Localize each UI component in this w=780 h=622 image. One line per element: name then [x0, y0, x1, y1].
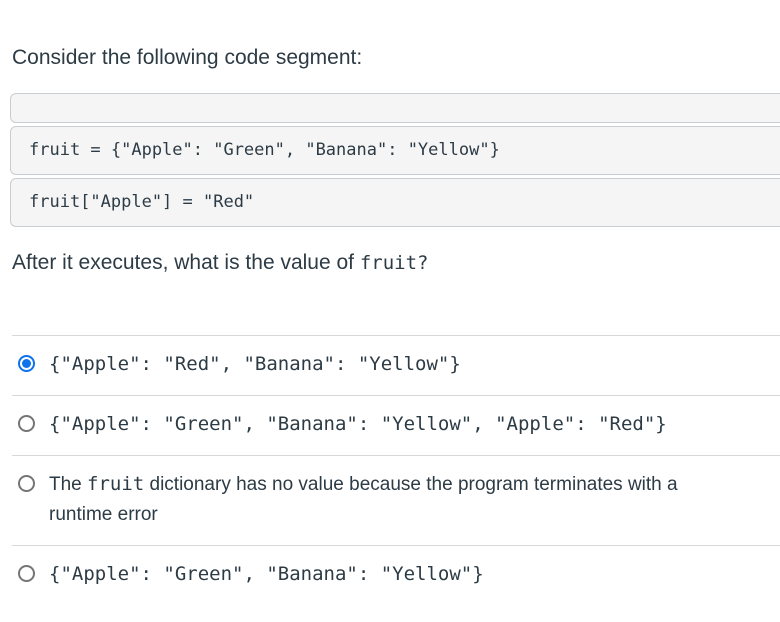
answer-option-3-code: fruit: [87, 473, 145, 495]
answer-option-2-label: {"Apple": "Green", "Banana": "Yellow", "…: [49, 409, 667, 440]
answer-option-4-code: {"Apple": "Green", "Banana": "Yellow"}: [49, 563, 484, 585]
answer-option-1-code: {"Apple": "Red", "Banana": "Yellow"}: [49, 353, 461, 375]
answer-option-4-label: {"Apple": "Green", "Banana": "Yellow"}: [49, 559, 484, 590]
code-block: fruit = {"Apple": "Green", "Banana": "Ye…: [10, 93, 780, 227]
prompt-prefix-text: After it executes, what is the value of: [12, 251, 360, 274]
code-line-1: fruit = {"Apple": "Green", "Banana": "Ye…: [10, 126, 780, 175]
answer-option-3[interactable]: The fruit dictionary has no value becaus…: [12, 455, 780, 545]
answer-option-1-label: {"Apple": "Red", "Banana": "Yellow"}: [49, 349, 461, 380]
answer-option-3-text-2: dictionary has no value because the prog…: [49, 474, 678, 525]
question-intro-text: Consider the following code segment:: [12, 46, 363, 69]
radio-button-selected[interactable]: [18, 355, 35, 372]
code-line-2: fruit["Apple"] = "Red": [10, 178, 780, 227]
answer-options-list: {"Apple": "Red", "Banana": "Yellow"} {"A…: [12, 335, 780, 605]
radio-button[interactable]: [18, 565, 35, 582]
answer-option-1[interactable]: {"Apple": "Red", "Banana": "Yellow"}: [12, 335, 780, 395]
prompt-code-text: fruit: [359, 252, 418, 274]
code-line-empty: [10, 93, 780, 123]
prompt-suffix-text: ?: [417, 252, 429, 274]
answer-option-2-code: {"Apple": "Green", "Banana": "Yellow", "…: [49, 413, 667, 435]
answer-option-3-text-1: The: [49, 474, 88, 495]
answer-option-3-label: The fruit dictionary has no value becaus…: [49, 469, 739, 530]
radio-button[interactable]: [18, 475, 35, 492]
radio-button[interactable]: [18, 415, 35, 432]
answer-option-4[interactable]: {"Apple": "Green", "Banana": "Yellow"}: [12, 545, 780, 605]
answer-option-2[interactable]: {"Apple": "Green", "Banana": "Yellow", "…: [12, 395, 780, 455]
question-prompt: After it executes, what is the value of …: [12, 248, 780, 278]
